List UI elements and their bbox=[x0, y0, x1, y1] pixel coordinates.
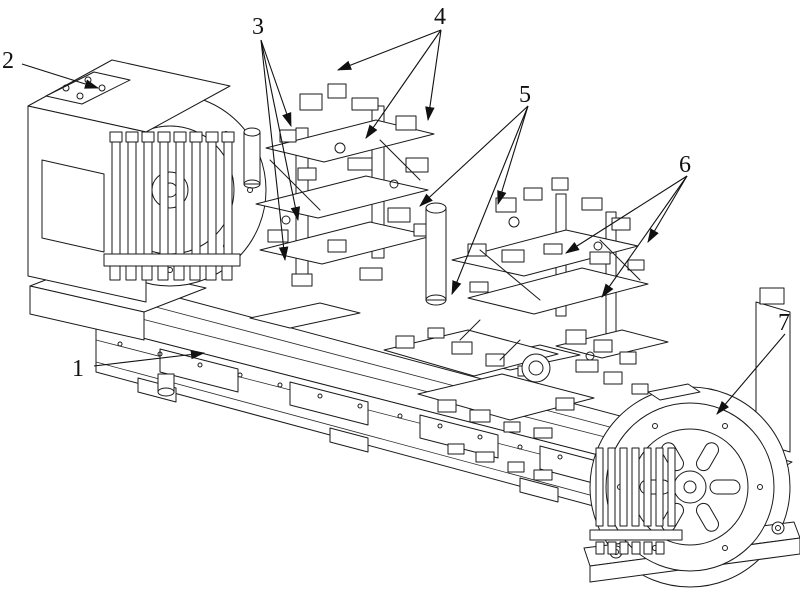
leader-3c bbox=[260, 39, 289, 262]
left-clamp-bank bbox=[103, 131, 241, 281]
leader-3a bbox=[260, 39, 292, 128]
leader-6a bbox=[647, 175, 688, 244]
callout-label-7: 7 bbox=[778, 310, 790, 336]
leader-6b bbox=[601, 175, 688, 298]
leader-3b bbox=[260, 39, 301, 222]
right-rotary-positioner bbox=[583, 383, 800, 588]
fixture-station-left bbox=[255, 83, 435, 287]
leader-2 bbox=[21, 63, 100, 89]
fixture-station-right-low bbox=[555, 329, 669, 395]
leader-4c bbox=[425, 29, 442, 122]
leader-7 bbox=[716, 333, 786, 415]
leader-1 bbox=[93, 349, 206, 367]
leader-6c bbox=[564, 175, 688, 254]
left-rotary-positioner bbox=[27, 59, 267, 303]
leader-5a bbox=[419, 105, 529, 207]
leader-5b bbox=[451, 105, 529, 296]
callout-label-3: 3 bbox=[252, 14, 264, 40]
callout-leaders bbox=[21, 29, 786, 415]
callout-label-4: 4 bbox=[434, 4, 446, 30]
right-clamp-bank bbox=[589, 447, 683, 555]
leader-4b bbox=[365, 29, 442, 139]
callout-label-6: 6 bbox=[679, 152, 691, 178]
leader-4a bbox=[336, 29, 442, 71]
callout-labels: 1 2 3 4 5 6 7 bbox=[2, 4, 790, 382]
leader-5c bbox=[497, 105, 529, 206]
callout-label-2: 2 bbox=[2, 48, 14, 74]
callout-label-5: 5 bbox=[519, 82, 531, 108]
callout-label-1: 1 bbox=[72, 356, 84, 382]
fixture-station-low bbox=[383, 202, 595, 481]
fixture-station-right bbox=[451, 177, 649, 335]
